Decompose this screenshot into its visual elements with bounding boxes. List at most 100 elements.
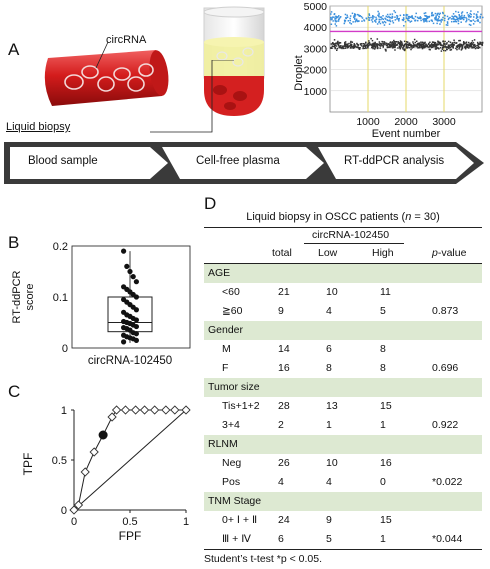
cell-total: 6 (278, 533, 284, 545)
negative-droplet-point (386, 46, 389, 48)
negative-droplet-point (462, 42, 465, 44)
positive-droplet-point (467, 16, 470, 18)
negative-droplet-point (423, 43, 425, 45)
negative-droplet-point (420, 45, 423, 48)
negative-droplet-point (443, 46, 446, 48)
positive-droplet-point (368, 17, 371, 19)
negative-droplet-point (353, 43, 355, 45)
positive-droplet-point (330, 17, 332, 19)
roc-optimal-point (98, 430, 108, 440)
negative-droplet-point (464, 45, 466, 48)
negative-droplet-point (471, 43, 473, 45)
negative-droplet-point (334, 47, 337, 50)
negative-droplet-point (401, 43, 404, 45)
positive-droplet-point (457, 20, 460, 22)
droplet-ytick-label: 4000 (304, 22, 328, 34)
positive-droplet-point (368, 19, 371, 21)
negative-droplet-point (408, 44, 411, 47)
negative-droplet-point (469, 43, 472, 46)
row-label: <60 (222, 286, 240, 298)
negative-droplet-point (419, 43, 421, 45)
box-ytick-label: 0.1 (53, 292, 68, 304)
roc-ytick-label: 0 (61, 505, 67, 517)
negative-droplet-point (448, 44, 450, 46)
negative-droplet-point (472, 42, 475, 44)
positive-droplet-point (475, 14, 478, 16)
row-label: Pos (222, 476, 241, 488)
negative-droplet-point (334, 43, 336, 45)
negative-droplet-point (415, 40, 418, 43)
positive-droplet-point (370, 16, 372, 19)
positive-droplet-point (389, 20, 392, 23)
positive-droplet-point (405, 15, 407, 17)
negative-droplet-point (422, 41, 424, 44)
positive-droplet-point (439, 12, 441, 15)
negative-droplet-point (465, 43, 468, 46)
negative-droplet-point (392, 43, 394, 46)
negative-droplet-point (452, 47, 454, 49)
negative-droplet-point (365, 46, 367, 49)
positive-droplet-point (367, 16, 370, 19)
plasma-tube-illustration (203, 6, 265, 116)
positive-droplet-point (465, 20, 467, 23)
negative-droplet-point (435, 43, 438, 45)
cell-low: 6 (326, 343, 332, 355)
negative-droplet-point (339, 45, 342, 47)
negative-droplet-point (453, 41, 456, 44)
positive-droplet-point (356, 20, 359, 23)
row-label: Ⅲ + Ⅳ (222, 533, 251, 545)
negative-droplet-point (399, 42, 401, 44)
positive-droplet-point (443, 14, 446, 17)
cell-low: 4 (326, 305, 332, 317)
cell-high: 0 (380, 476, 386, 488)
positive-droplet-point (460, 12, 463, 14)
negative-droplet-point (382, 42, 384, 45)
positive-droplet-point (480, 13, 482, 16)
col-high: High (372, 247, 394, 259)
table-category-row: RLNM (204, 435, 482, 454)
negative-droplet-point (448, 47, 450, 50)
positive-droplet-point (358, 14, 360, 16)
negative-droplet-point (385, 42, 388, 45)
positive-droplet-point (378, 15, 380, 18)
cell-low: 8 (326, 362, 332, 374)
workflow-step-1-shape (10, 147, 168, 179)
positive-droplet-point (415, 12, 417, 15)
col-total: total (272, 247, 292, 259)
negative-droplet-point (368, 44, 371, 46)
positive-droplet-point (368, 14, 371, 17)
negative-droplet-point (396, 44, 398, 46)
positive-droplet-point (377, 14, 379, 17)
cell-low: 1 (326, 419, 332, 431)
positive-droplet-point (406, 14, 409, 16)
col-low: Low (318, 247, 338, 259)
negative-droplet-point (430, 44, 432, 46)
positive-droplet-point (465, 19, 468, 22)
positive-droplet-point (333, 16, 335, 18)
negative-droplet-point (467, 47, 470, 49)
negative-droplet-point (434, 41, 437, 44)
positive-droplet-point (446, 22, 449, 24)
negative-droplet-point (344, 43, 346, 46)
negative-droplet-point (463, 42, 466, 45)
negative-droplet-point (362, 42, 365, 45)
positive-droplet-point (461, 17, 463, 20)
negative-droplet-point (333, 45, 336, 48)
roc-point (139, 405, 150, 415)
positive-droplet-point (444, 17, 446, 20)
negative-droplet-point (331, 47, 333, 49)
negative-droplet-point (418, 45, 421, 48)
negative-droplet-point (338, 46, 340, 49)
box-category-label: circRNA-102450 (88, 355, 172, 367)
blood-vessel-illustration (44, 41, 169, 106)
negative-droplet-point (398, 43, 401, 45)
negative-droplet-point (431, 46, 434, 48)
negative-droplet-point (371, 43, 373, 45)
positive-droplet-point (346, 16, 349, 18)
negative-droplet-point (458, 39, 460, 42)
box-y-axis-label-line1: RT-ddPCR (11, 270, 23, 323)
box-y-axis-label-line2: score (24, 284, 36, 311)
negative-droplet-point (413, 38, 416, 41)
